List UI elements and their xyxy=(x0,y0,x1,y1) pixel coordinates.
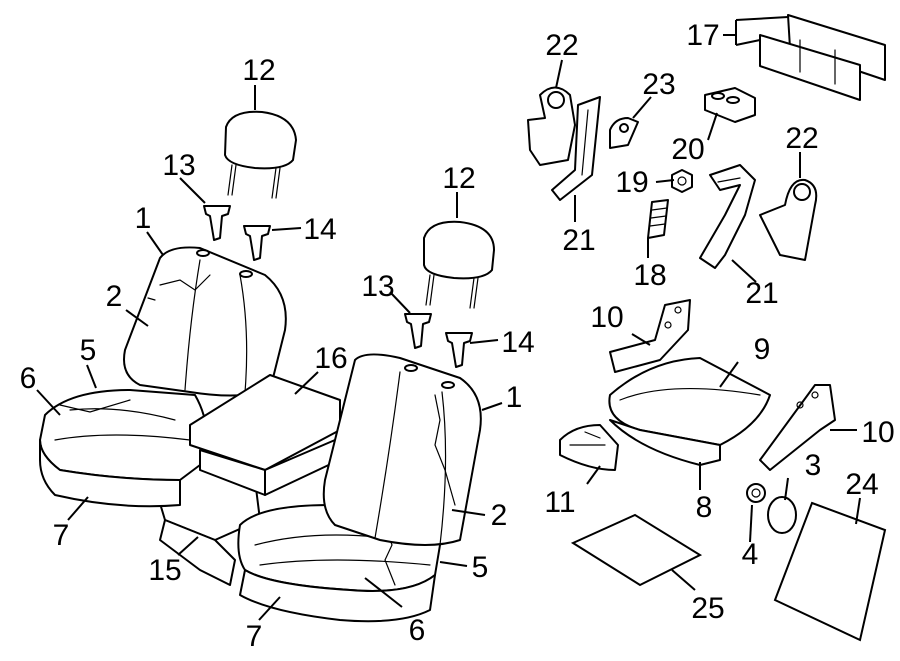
label-25 xyxy=(570,513,703,587)
callout-15: 15 xyxy=(148,554,181,587)
washer-4 xyxy=(746,483,766,503)
cap-3 xyxy=(767,496,797,534)
callout-7-right: 7 xyxy=(246,620,263,653)
callout-2-right: 2 xyxy=(491,499,508,532)
callout-13-right: 13 xyxy=(361,270,394,303)
right-headrest xyxy=(423,220,495,309)
callout-7-left: 7 xyxy=(53,519,70,552)
callout-11: 11 xyxy=(544,486,575,519)
stud-18 xyxy=(647,199,669,239)
right-headrest-guide-locking xyxy=(404,313,432,349)
right-seat-back xyxy=(322,353,482,546)
left-seat-back xyxy=(123,246,287,397)
callout-6-right: 6 xyxy=(409,614,426,647)
left-seat-cushion xyxy=(39,389,208,508)
callout-22-left: 22 xyxy=(545,29,578,62)
callout-16: 16 xyxy=(314,342,347,375)
leader-lines xyxy=(36,16,861,621)
callout-10-left: 10 xyxy=(590,301,623,334)
callout-6-left: 6 xyxy=(20,362,37,395)
handle-11 xyxy=(559,424,619,471)
callout-4: 4 xyxy=(742,538,759,571)
callout-25: 25 xyxy=(691,592,724,625)
left-headrest xyxy=(224,110,297,199)
callout-24: 24 xyxy=(845,468,878,501)
label-24 xyxy=(773,501,887,642)
callout-20: 20 xyxy=(671,133,704,166)
seat-cushion-frame-9 xyxy=(608,357,771,466)
trim-panel-17 xyxy=(759,14,886,101)
callout-12-right: 12 xyxy=(442,162,475,195)
callout-5-left: 5 xyxy=(80,334,97,367)
left-headrest-guide xyxy=(243,225,271,261)
seat-track-21-left xyxy=(551,96,601,201)
callout-3: 3 xyxy=(805,449,822,482)
callout-13-left: 13 xyxy=(162,149,195,182)
callout-10-right: 10 xyxy=(861,416,894,449)
callout-2-left: 2 xyxy=(106,280,123,313)
callout-23: 23 xyxy=(642,68,675,101)
bracket-10-left xyxy=(609,299,691,373)
callout-12-left: 12 xyxy=(242,54,275,87)
bumper-20 xyxy=(704,87,756,123)
callout-9: 9 xyxy=(754,333,771,366)
callout-19: 19 xyxy=(615,166,648,199)
right-headrest-guide xyxy=(445,332,473,368)
left-headrest-guide-locking xyxy=(203,205,231,241)
recliner-cover-22-left xyxy=(527,86,576,166)
callout-1-right: 1 xyxy=(506,381,523,414)
nut-19 xyxy=(671,169,693,193)
callout-8: 8 xyxy=(696,491,713,524)
callout-5-right: 5 xyxy=(472,551,489,584)
callout-14-right: 14 xyxy=(501,326,534,359)
callout-17: 17 xyxy=(686,19,719,52)
callout-21-left: 21 xyxy=(562,224,595,257)
cover-23 xyxy=(609,117,639,149)
seat-track-21-right xyxy=(699,164,756,269)
callout-21-right: 21 xyxy=(745,277,778,310)
callout-1-left: 1 xyxy=(135,202,152,235)
callout-labels: 1 1 2 2 3 4 5 5 6 6 7 7 8 9 10 10 11 12 … xyxy=(20,19,895,653)
callout-22-right: 22 xyxy=(785,122,818,155)
callout-14-left: 14 xyxy=(303,213,336,246)
recliner-cover-22-right xyxy=(759,178,818,261)
callout-18: 18 xyxy=(633,259,666,292)
bracket-10-right xyxy=(759,384,836,471)
